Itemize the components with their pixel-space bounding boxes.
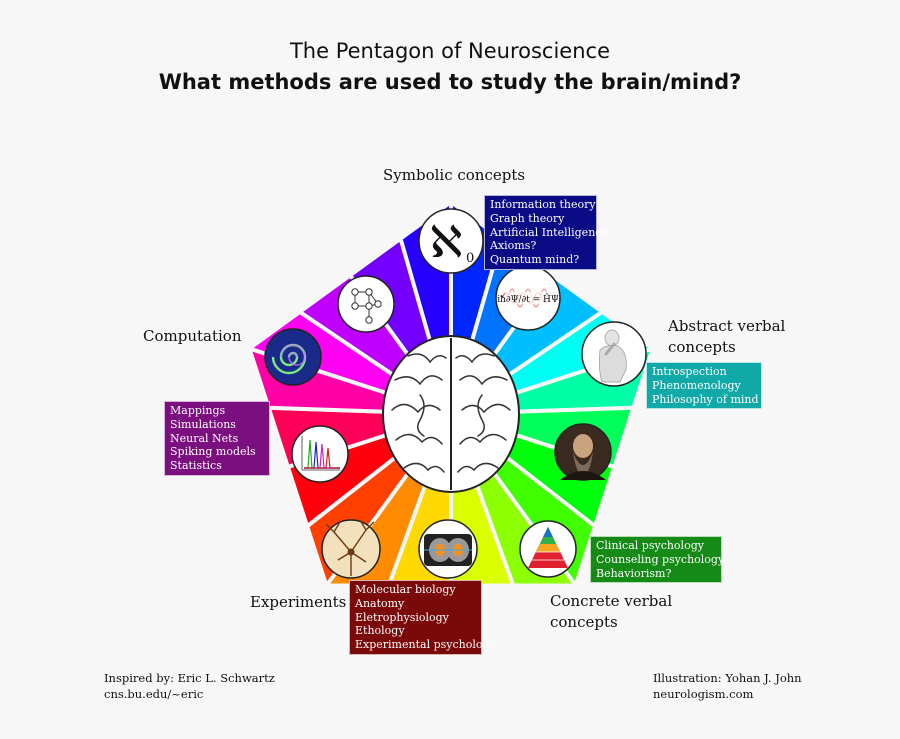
- brain-scan-icon: [418, 519, 478, 579]
- method-item: Molecular biology: [355, 583, 456, 596]
- aleph-icon: ℵ 0: [418, 208, 484, 274]
- title-line-2: What methods are used to study the brain…: [158, 70, 742, 94]
- method-item: Neural Nets: [170, 431, 239, 445]
- credit-illustration-url: neurologism.com: [653, 687, 754, 701]
- title-line-1: The Pentagon of Neuroscience: [289, 39, 611, 63]
- methods-box-experiments: Molecular biology Anatomy Eletrophysiolo…: [349, 580, 496, 655]
- method-item: Mappings: [170, 404, 226, 417]
- method-item: Simulations: [170, 417, 236, 431]
- method-item: Spiking models: [170, 445, 256, 459]
- category-concrete-verbal-line2: concepts: [550, 613, 618, 631]
- method-item: Clinical psychology: [596, 539, 704, 552]
- method-item: Phenomenology: [652, 378, 741, 392]
- svg-text:iħ∂Ψ/∂t = ĤΨ: iħ∂Ψ/∂t = ĤΨ: [497, 293, 559, 305]
- methods-box-abstract-verbal: Introspection Phenomenology Philosophy o…: [646, 362, 762, 410]
- method-item: Information theory: [490, 198, 596, 211]
- method-item: Experimental psychology: [355, 638, 496, 652]
- aleph-symbol: ℵ: [430, 217, 463, 268]
- method-item: Ethology: [355, 624, 405, 638]
- methods-box-concrete-verbal: Clinical psychology Counseling psycholog…: [590, 536, 725, 584]
- pyramid-icon: [519, 520, 577, 578]
- graph-network-icon: [337, 275, 395, 333]
- method-item: Behaviorism?: [596, 566, 672, 580]
- methods-box-symbolic: Information theory Graph theory Artifici…: [484, 195, 608, 270]
- category-abstract-verbal-line2: concepts: [668, 338, 736, 356]
- credit-inspired-url: cns.bu.edu/~eric: [104, 687, 204, 701]
- category-symbolic-concepts: Symbolic concepts: [383, 166, 526, 184]
- category-experiments: Experiments: [250, 593, 347, 611]
- spike-plot-icon: [291, 425, 349, 483]
- aleph-subscript: 0: [466, 251, 474, 266]
- credit-illustration: Illustration: Yohan J. John: [653, 671, 802, 685]
- wavefunction-icon: iħ∂Ψ/∂t = ĤΨ: [495, 265, 561, 331]
- method-item: Eletrophysiology: [355, 610, 449, 624]
- neuron-icon: [321, 519, 381, 579]
- method-item: Counseling psychology: [596, 552, 725, 566]
- credit-inspired-by: Inspired by: Eric L. Schwartz: [104, 671, 275, 685]
- method-item: Quantum mind?: [490, 253, 580, 267]
- methods-box-computation: Mappings Simulations Neural Nets Spiking…: [164, 401, 270, 476]
- portrait-icon: [554, 423, 612, 481]
- method-item: Graph theory: [490, 211, 565, 225]
- method-item: Introspection: [652, 365, 727, 378]
- category-concrete-verbal-line1: Concrete verbal: [550, 592, 673, 610]
- method-item: Philosophy of mind: [652, 392, 759, 406]
- method-item: Artificial Intelligence: [490, 225, 608, 239]
- method-item: Statistics: [170, 459, 222, 473]
- method-item: Axioms?: [490, 239, 537, 253]
- spiral-icon: [264, 328, 322, 386]
- category-abstract-verbal-line1: Abstract verbal: [668, 317, 786, 335]
- thinker-statue-icon: [581, 321, 647, 387]
- category-computation: Computation: [143, 327, 242, 345]
- method-item: Anatomy: [355, 596, 405, 610]
- brain-icon: [382, 335, 520, 493]
